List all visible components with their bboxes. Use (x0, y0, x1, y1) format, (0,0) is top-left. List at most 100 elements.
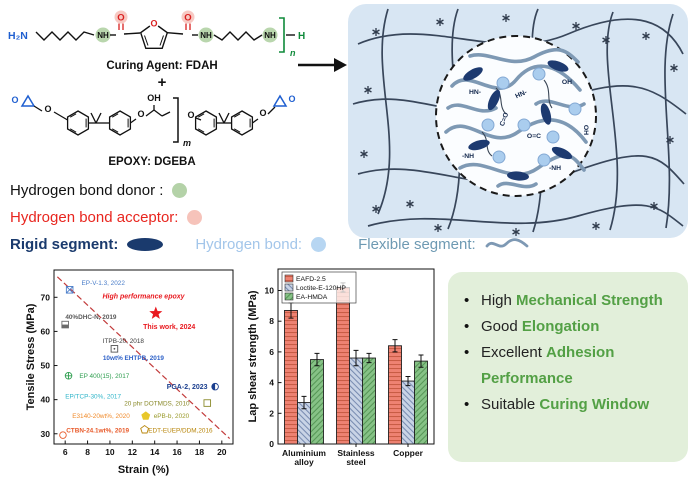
bar (362, 357, 376, 445)
crosslink-node-icon (406, 200, 414, 208)
hydrogen-bond-shape (568, 102, 582, 116)
error-bar (314, 352, 320, 367)
crosslink-node-icon (602, 36, 610, 44)
epoxide-o-label: O (11, 95, 18, 105)
crosslink-node-icon (512, 228, 520, 236)
bar (414, 360, 428, 445)
bar (284, 309, 298, 445)
rigid-segment-shape (463, 67, 483, 81)
scatter-point-label: 40%DHC-N, 2019 (65, 314, 117, 321)
benefit-keyword: Elongation (521, 318, 600, 335)
bullet-icon: • (464, 344, 470, 361)
hydrogen-bond-shape (517, 118, 531, 132)
scatter-point-label: EDT-EUEP/DDM,2016 (148, 428, 213, 435)
bar-legend-swatch-icon (284, 292, 294, 301)
inner-chem-label: OH (562, 79, 572, 86)
y-tick-label: 10 (265, 285, 275, 295)
bar (349, 357, 363, 445)
acceptor-label: Hydrogen bond acceptor: (10, 208, 179, 226)
y-tick-label: 4 (269, 378, 274, 388)
rigid-segment-shape (540, 103, 552, 125)
bar (388, 345, 402, 445)
scatter-point-label: ITPB-20, 2018 (103, 338, 145, 345)
epoxide-ring (272, 94, 288, 107)
benefit-prefix: High (481, 292, 517, 309)
ether-o-label: O (187, 110, 194, 120)
scatter-point-label: 20 phr DOTMDS, 2010 (124, 400, 190, 407)
scatter-marker (149, 306, 163, 319)
bar (336, 286, 350, 445)
bar (310, 359, 324, 445)
repeat-n-label: n (290, 48, 296, 58)
epoxide-ring (20, 94, 36, 107)
crosslink-node-icon (502, 14, 510, 22)
nh-donor-highlight (262, 27, 278, 43)
bar-legend-frame (281, 271, 357, 304)
flexible-segment-shape (496, 181, 538, 189)
hydrogen-bond-shape (496, 76, 510, 90)
lap-shear-bar-chart: 0246810AluminiumalloyStainlesssteelCoppe… (247, 268, 435, 467)
rigid-segment-shape (551, 146, 573, 160)
y-axis-label: Tensile Stress (MPa) (25, 303, 37, 410)
plus-sign: + (158, 74, 167, 91)
scatter-marker (110, 345, 119, 353)
fdah-caption: Curing Agent: FDAH (106, 60, 217, 72)
bullet-icon: • (464, 292, 470, 309)
inner-chem-label: HN- (469, 89, 481, 96)
crosslink-node-icon (642, 32, 650, 40)
repeat-bracket (173, 97, 179, 143)
inner-chem-label: -NH (549, 165, 561, 172)
benzene-ring (66, 110, 90, 136)
rigid-segment-shape (547, 60, 569, 72)
benefit-keyword: Curing Window (539, 396, 650, 413)
scatter-marker (141, 411, 151, 420)
x-tick-label: 8 (85, 447, 90, 457)
repeat-bracket (279, 17, 285, 53)
y-tick-label: 40 (41, 395, 51, 405)
benefit-prefix: Suitable (481, 396, 540, 413)
ether-o-label: O (44, 104, 51, 114)
repeat-m-label: m (183, 138, 191, 148)
legend-row-donor: Hydrogen bond donor : (10, 180, 680, 200)
legend-block: Hydrogen bond donor : Hydrogen bond acce… (10, 180, 680, 261)
fdah-structure: H₂N NH NH NH O O O n H Curing Agent: FDA… (8, 10, 305, 91)
hydrogen-bond-shape (546, 130, 560, 144)
inner-chem-label: -NH (462, 153, 474, 160)
donor-label: Hydrogen bond donor : (10, 181, 164, 199)
legend-row-segments: Rigid segment: Hydrogen bond: Flexible s… (10, 234, 680, 254)
crosslink-node-icon (372, 205, 380, 213)
crosslink-node-icon (434, 224, 442, 232)
category-label: Aluminium (282, 448, 326, 458)
y-tick-label: 30 (41, 429, 51, 439)
scatter-point-label: ePB-b, 2020 (154, 413, 190, 420)
chain-connector (543, 79, 553, 109)
rigid-segment-shape (507, 171, 529, 181)
x-tick-label: 10 (105, 447, 115, 457)
ether-o-label: O (259, 108, 266, 118)
benefit-prefix: Excellent (481, 344, 547, 361)
category-label: steel (346, 457, 365, 467)
furan-ring (139, 22, 169, 49)
y-axis-label: Lap shear strength (MPa) (247, 290, 259, 422)
error-bar (392, 339, 398, 353)
h2n-label: H₂N (8, 30, 28, 42)
bullet-icon: • (464, 396, 470, 413)
scatter-marker (65, 286, 74, 294)
bar (401, 380, 415, 445)
category-label: Copper (393, 448, 423, 458)
flexible-segment-shape (468, 47, 580, 64)
nh-donor-highlight (198, 27, 214, 43)
x-tick-label: 14 (150, 447, 160, 457)
hydrogen-bond-shape (537, 153, 551, 167)
benzene-ring (194, 110, 218, 136)
error-bar (366, 352, 372, 364)
carbonyl-acceptor-highlight (181, 10, 195, 24)
rigid-segment-shape (468, 139, 490, 151)
crosslink-node-icon (364, 86, 372, 94)
nh-donor-highlight (95, 27, 111, 43)
scatter-point-label: CTBN-24.1wt%, 2019 (66, 428, 129, 435)
